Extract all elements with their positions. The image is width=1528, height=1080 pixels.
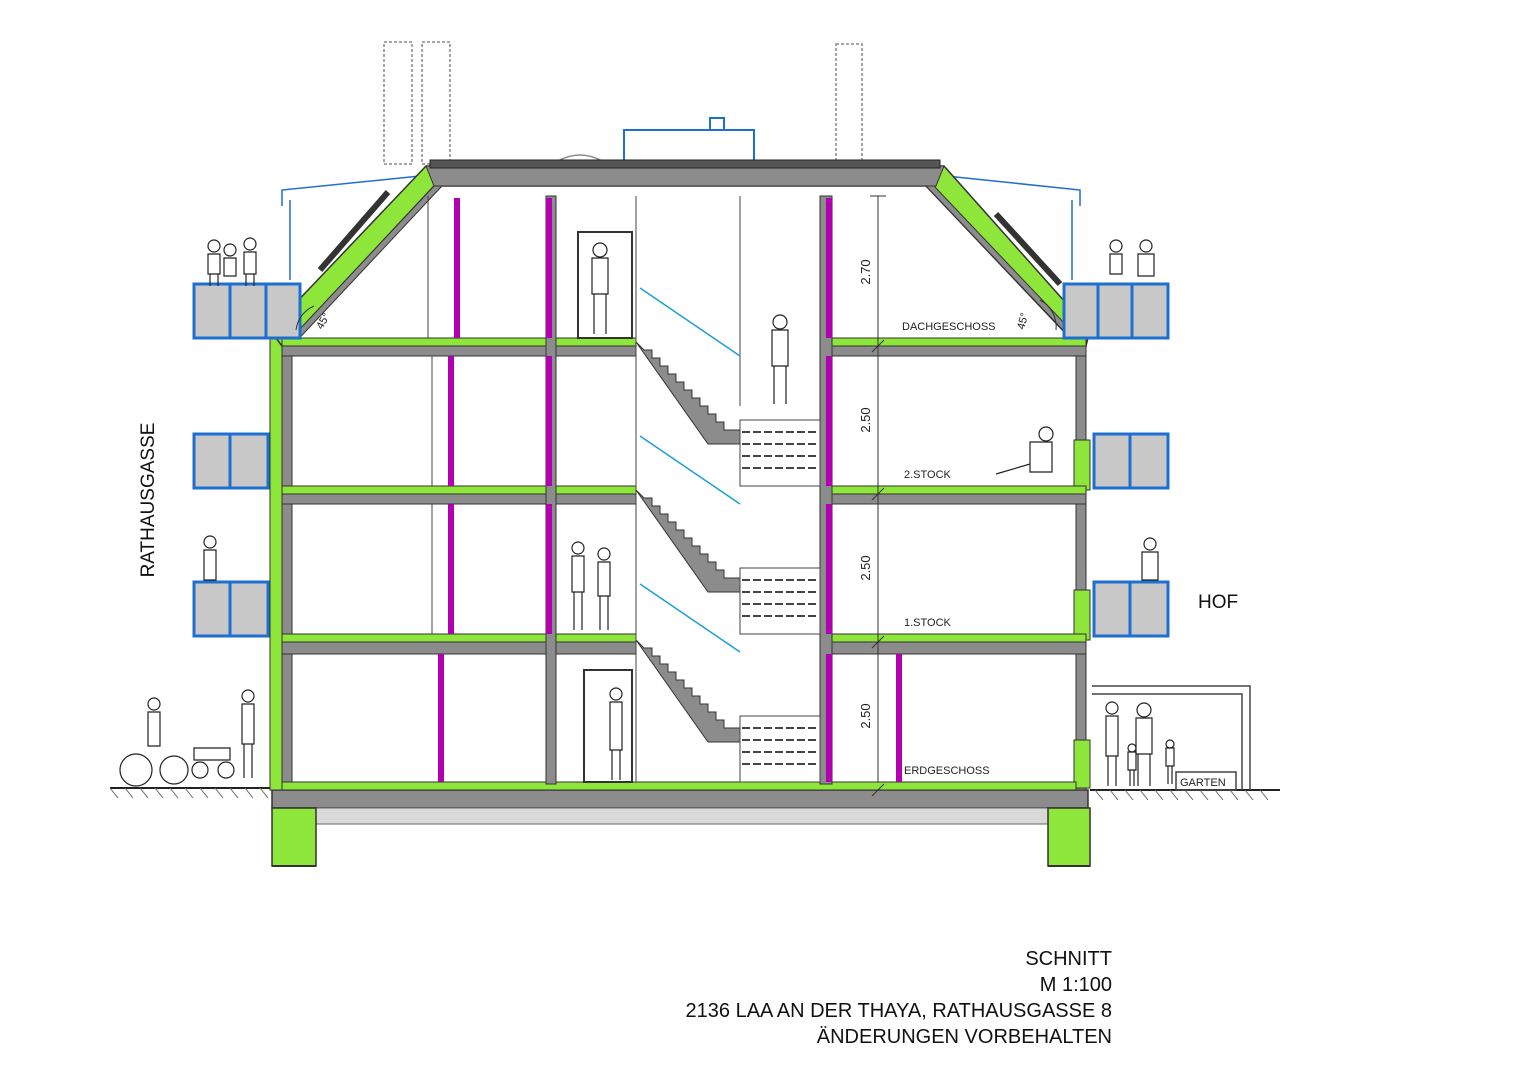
- person-figure: [771, 314, 789, 404]
- person-figure: [207, 239, 221, 286]
- doors: [577, 231, 633, 783]
- ground: [109, 787, 1280, 801]
- dimension-value-2: 2.50: [858, 407, 873, 432]
- person-figure: [243, 237, 257, 286]
- dimension-value-dg: 2.70: [858, 259, 873, 284]
- dimension-value-eg: 2.50: [858, 703, 873, 728]
- floor-label-dachgeschoss: DACHGESCHOSS: [902, 321, 996, 333]
- title-address: 2136 LAA AN DER THAYA, RATHAUSGASSE 8: [685, 1000, 1112, 1022]
- person-figure: [1109, 239, 1123, 275]
- floor-label-2-stock: 2.STOCK: [904, 469, 952, 481]
- foundation: [271, 789, 1091, 867]
- floor-slabs: [281, 337, 1087, 791]
- person-figure: [571, 541, 585, 630]
- person-figure: [203, 535, 217, 581]
- thin-walls: [427, 196, 741, 782]
- partition-walls: [438, 198, 902, 782]
- person-figure: [995, 426, 1054, 475]
- dimension-value-1: 2.50: [858, 555, 873, 580]
- person-figure: [119, 697, 189, 787]
- balconies-left: [192, 282, 302, 638]
- title-scale: M 1:100: [1039, 974, 1112, 996]
- interior-walls: [545, 195, 833, 785]
- person-figure: [1137, 239, 1155, 277]
- floor-label-1-stock: 1.STOCK: [904, 617, 952, 629]
- title-section: SCHNITT: [1025, 948, 1112, 970]
- roof-angle-label-right: 45°: [1015, 312, 1031, 331]
- person-figure: [1105, 701, 1119, 786]
- chimneys: [383, 41, 863, 165]
- person-figure: [1141, 537, 1159, 581]
- garden-label: GARTEN: [1180, 777, 1226, 789]
- staircase: [635, 287, 821, 783]
- balconies-right: [1062, 282, 1170, 638]
- street-label: RATHAUSGASSE: [138, 423, 159, 578]
- person-figure: [1135, 702, 1153, 786]
- title-block: SCHNITT M 1:100 2136 LAA AN DER THAYA, R…: [520, 946, 1112, 1050]
- person-figure: [1165, 739, 1175, 784]
- mansard-roof: [269, 159, 1091, 348]
- person-figure: [597, 547, 611, 630]
- person-figure: [609, 687, 623, 780]
- person-figure: [191, 689, 255, 779]
- person-figure: [1127, 743, 1137, 786]
- dimension-line: [870, 195, 886, 797]
- roof-angle-right: 45°: [1015, 299, 1057, 331]
- person-figure: [223, 243, 237, 277]
- yard-label: HOF: [1198, 592, 1238, 613]
- floor-label-erdgeschoss: ERDGESCHOSS: [904, 765, 990, 777]
- person-figure: [591, 242, 609, 334]
- garden-canopy: [1092, 685, 1251, 791]
- title-disclaimer: ÄNDERUNGEN VORBEHALTEN: [816, 1026, 1112, 1048]
- roof-gutters: [281, 175, 1081, 280]
- people-figures: [119, 237, 1175, 787]
- roof-structures: [555, 117, 755, 165]
